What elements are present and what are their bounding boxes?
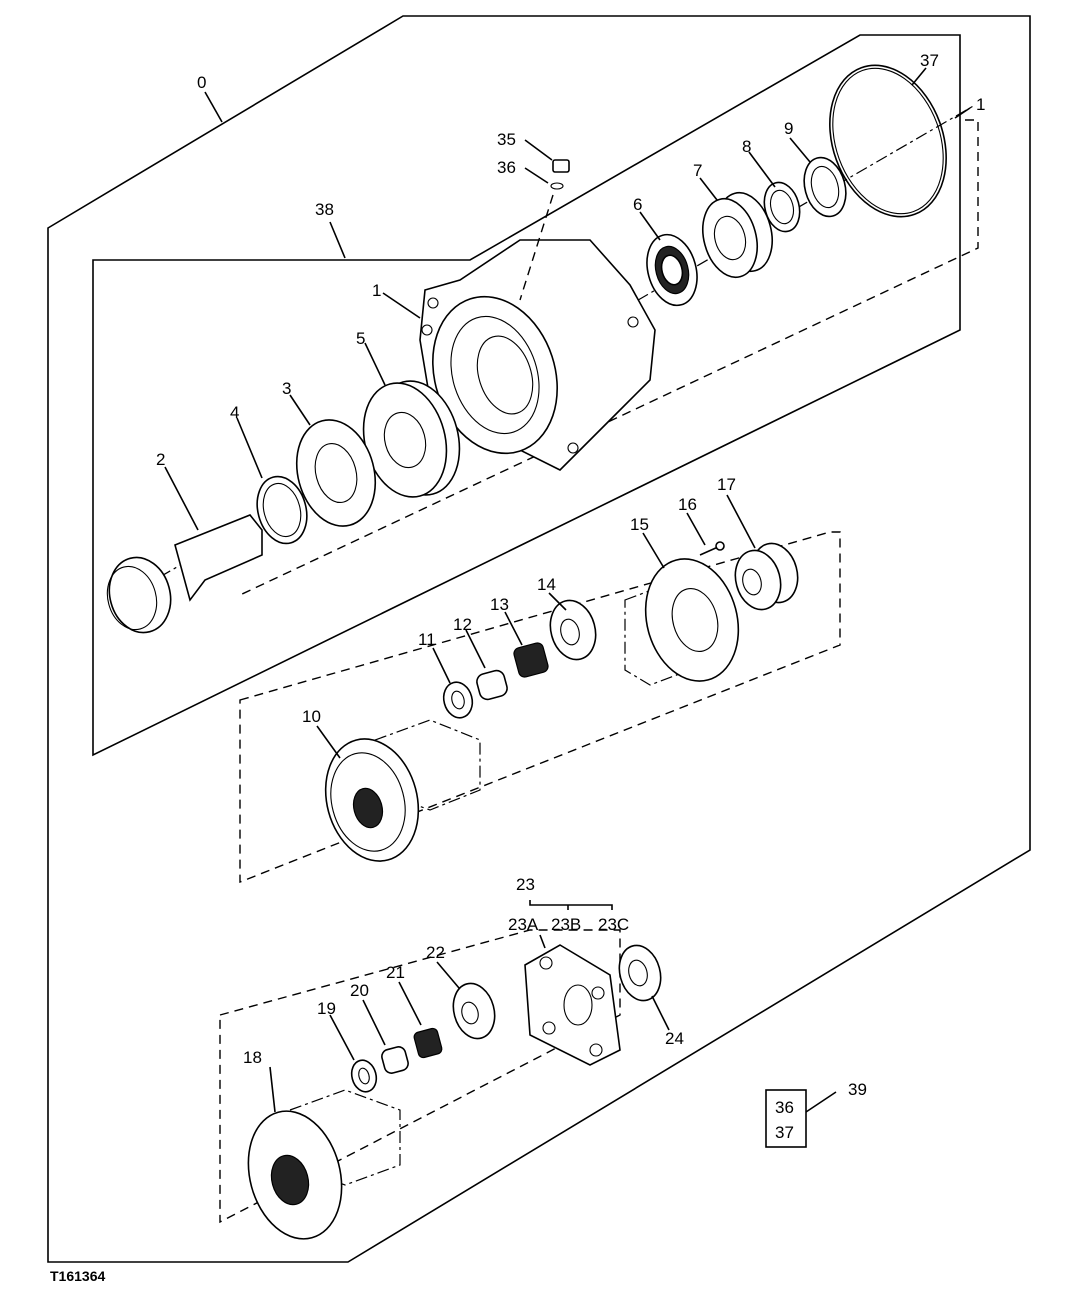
label-15: 15 [630,515,649,534]
label-2: 2 [156,450,165,469]
carrier-10-ring [330,752,406,852]
carrier-18-hidden-box [289,1089,401,1186]
label-21: 21 [386,963,405,982]
label-17: 17 [717,475,736,494]
o-ring-36 [550,182,564,190]
bearing-7-inner [713,215,747,261]
outer-assembly-outline [47,15,1031,1263]
pinion-2-gear-face [106,565,158,631]
label-19: 19 [317,999,336,1018]
washer-19-inner [358,1067,370,1085]
label-5: 5 [356,329,365,348]
label-16: 16 [678,495,697,514]
label-23c: 23C [598,915,629,934]
needle-bearing-13 [513,642,549,678]
kit-box [765,1089,807,1148]
label-18: 18 [243,1048,262,1067]
figure-id: T161364 [50,1268,106,1284]
planet-gear-14-inner [560,618,580,646]
carrier-10-hidden-box [374,719,481,811]
label-24: 24 [665,1029,684,1048]
carrier-plate-23-pin-hole [589,1043,603,1057]
needle-bearing-21 [413,1027,443,1059]
carrier-18-spline [270,1154,310,1206]
seal-5-inner [383,411,427,469]
housing-group-outline [92,34,961,757]
plate-15-hole [671,588,719,652]
label-8: 8 [742,137,751,156]
snap-ring-8-inner [769,189,795,225]
washer-3-inner [314,443,358,503]
screw-16-head [715,541,725,551]
carrier-plate-23-pin-hole [539,956,553,970]
sun-gear-17-inner [742,568,762,596]
label-23b: 23B [551,915,581,934]
carrier-plate-23-pin-hole [542,1021,556,1035]
label-14: 14 [537,575,556,594]
ring-4-inner [262,482,302,538]
housing-bolt-hole [627,316,639,328]
label-4: 4 [230,403,239,422]
carrier-plate-23 [524,944,621,1066]
carrier-plate-23-hole [563,984,593,1026]
label-13: 13 [490,595,509,614]
label-6: 6 [633,195,642,214]
planet-gear-22 [452,982,496,1040]
pinion-2-gear [108,556,172,634]
label-37: 37 [920,51,939,70]
washer-11 [442,681,474,719]
ring-9 [803,156,847,218]
label-20: 20 [350,981,369,1000]
carrier-10-spline [352,787,384,829]
kit-box-line2: 37 [775,1123,794,1142]
bearing-6-hole [660,254,684,286]
label-39: 39 [848,1080,867,1099]
label-11: 11 [418,630,436,649]
planet-gear-22-inner [461,1001,479,1025]
label-23: 23 [516,875,535,894]
kit-box-line1: 36 [775,1098,794,1117]
label-22: 22 [426,943,445,962]
leader-lines [164,67,971,1113]
washer-11-inner [451,690,465,710]
plate-15 [644,558,740,682]
plug-35 [552,159,570,173]
housing-bolt-hole [567,442,579,454]
plug-drop-line [519,194,554,301]
carrier-group-dashed-outline [239,531,841,884]
o-ring-37 [829,64,947,218]
label-10: 10 [302,707,321,726]
sun-gear-17 [734,549,782,611]
o-ring-37-inner [832,67,944,215]
housing-1-bore [450,315,540,435]
bushing-12 [476,669,508,701]
label-9: 9 [784,119,793,138]
label-12: 12 [453,615,472,634]
label-0: 0 [197,73,206,92]
label-38: 38 [315,200,334,219]
label-3: 3 [282,379,291,398]
planet-gear-14 [549,599,597,661]
gear-24-inner [628,959,648,987]
ring-9-inner [810,165,840,209]
label-36: 36 [497,158,516,177]
housing-bolt-hole [427,297,439,309]
screw-16 [699,546,719,556]
bearing-7 [702,197,758,279]
housing-bolt-hole [421,324,433,336]
snap-ring-8 [763,181,801,233]
label-1-right: 1 [976,95,985,114]
label-1: 1 [372,281,381,300]
washer-3 [295,419,377,527]
label-23a: 23A [508,915,539,934]
bushing-20 [381,1046,409,1074]
label-35: 35 [497,130,516,149]
pinion-shaft-2 [174,514,263,602]
washer-19 [350,1059,378,1093]
label-7: 7 [693,161,702,180]
gear-24 [618,944,662,1002]
carrier-plate-23-pin-hole [591,986,605,1000]
housing-1-inner-bore [476,335,534,415]
